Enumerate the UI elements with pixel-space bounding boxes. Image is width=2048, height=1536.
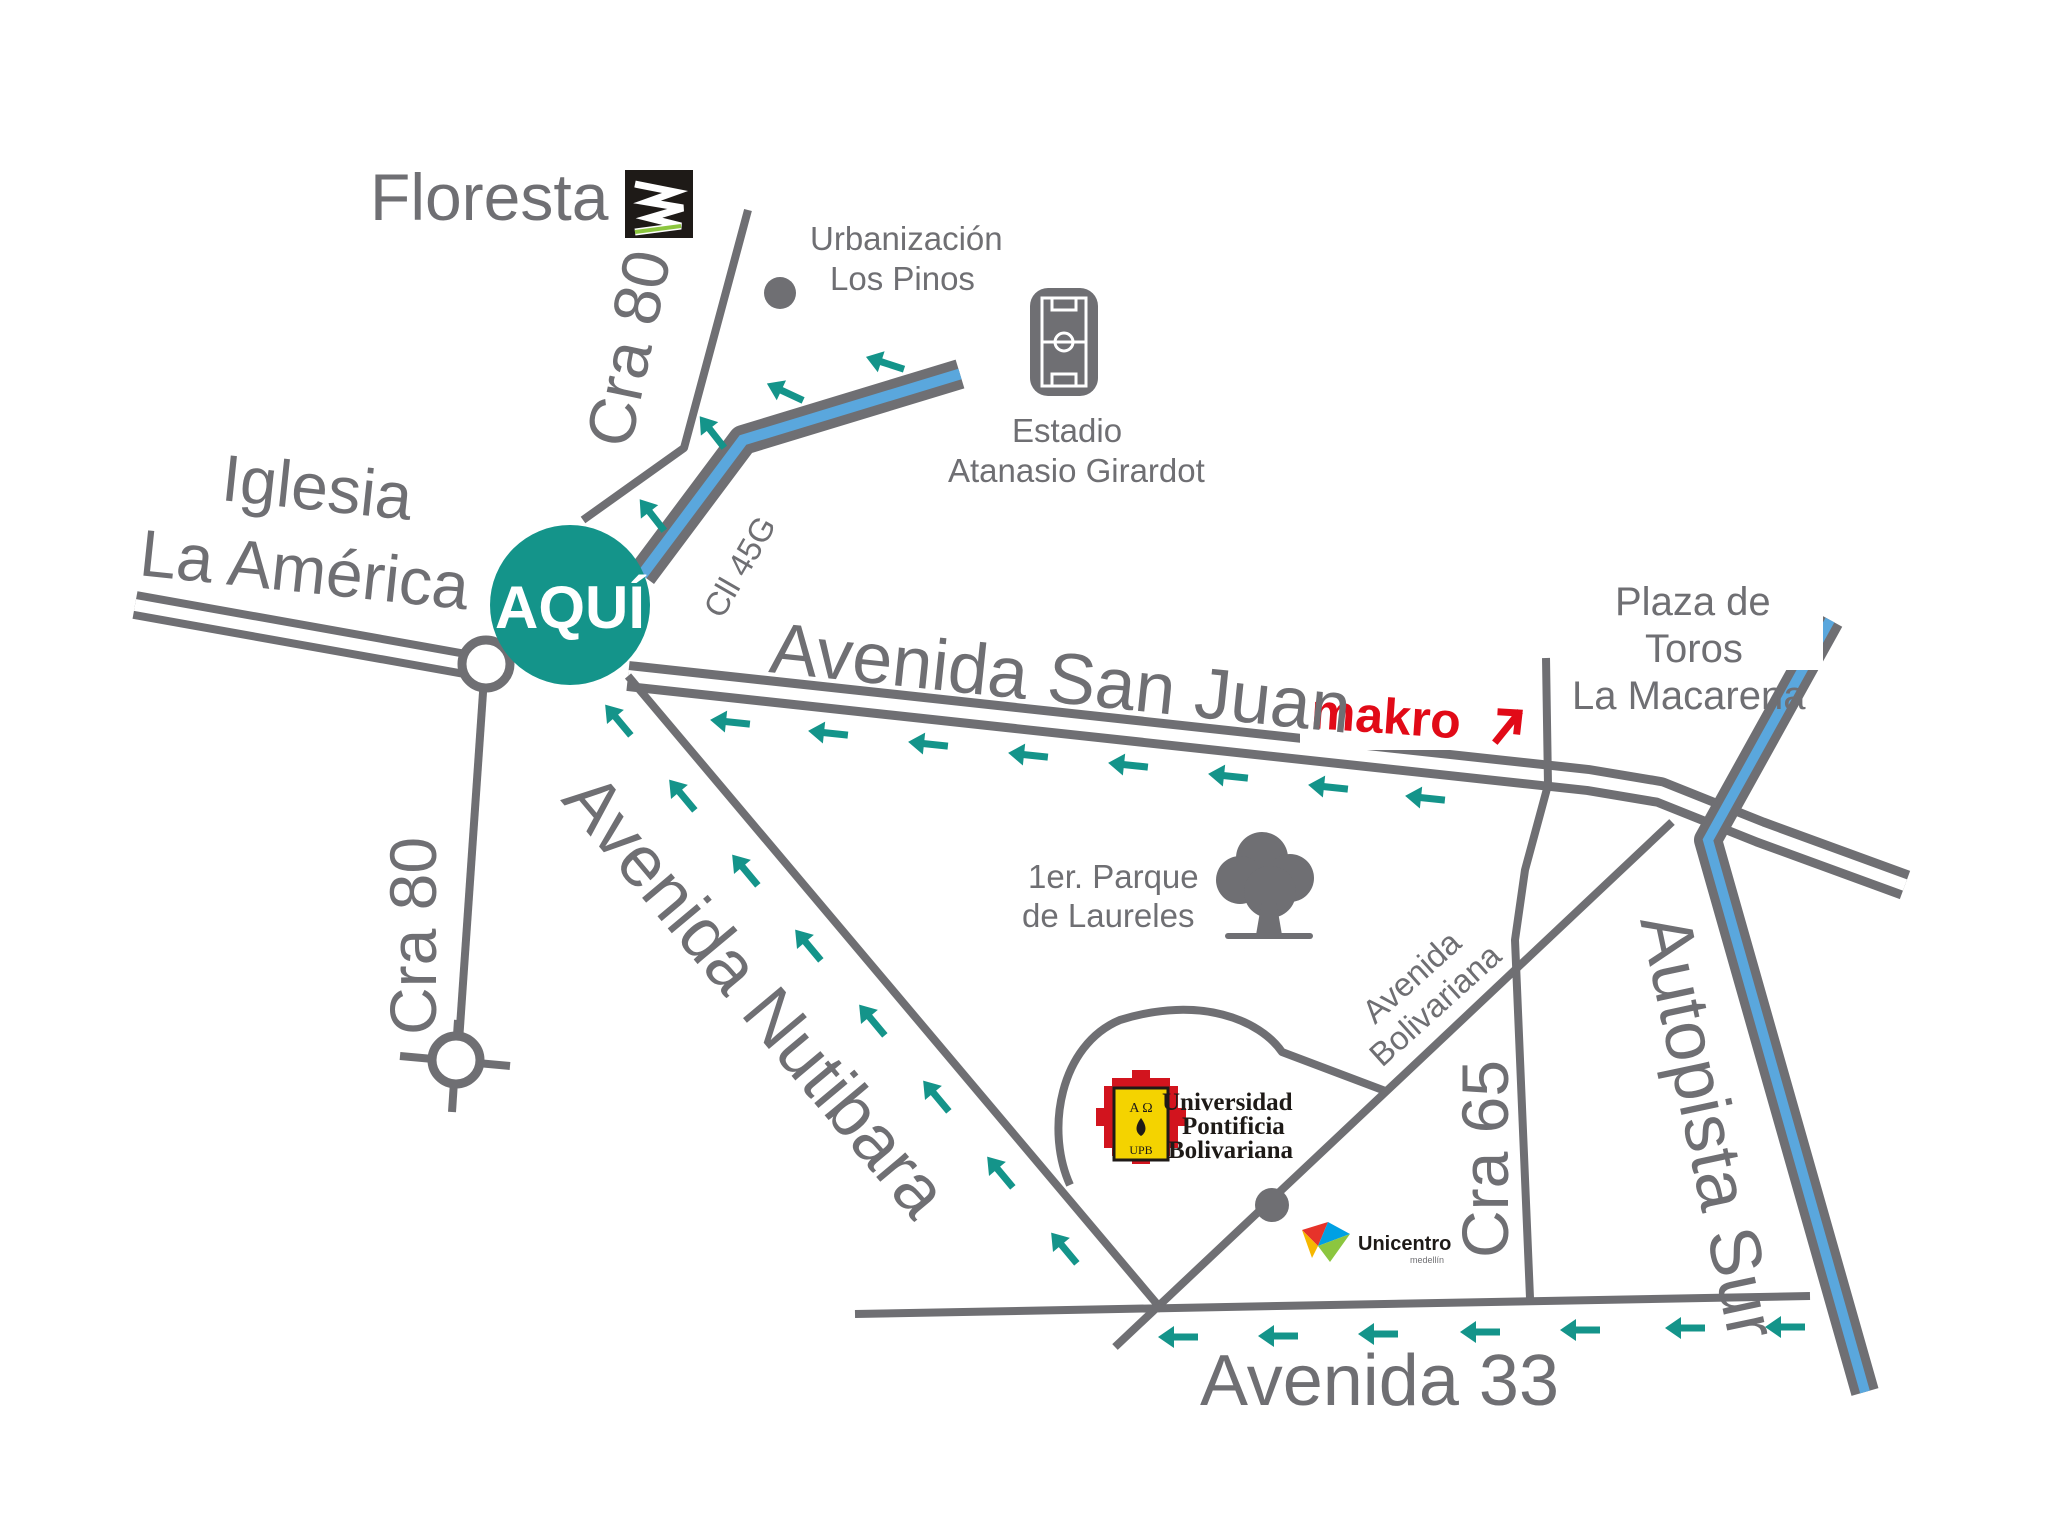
arrow-left-icon [1665,1317,1705,1339]
place-iglesia-line1: Iglesia [219,440,417,534]
stadium-icon [1030,288,1098,396]
place-parque-line1: 1er. Parque [1028,858,1199,895]
arrow-left-icon [1460,1321,1500,1343]
place-urbanizacion-line1: Urbanización [810,220,1003,257]
place-plaza-line2: Toros [1645,627,1743,671]
place-floresta: Floresta [370,160,609,234]
upb-line3: Bolivariana [1168,1137,1294,1164]
place-estadio-line2: Atanasio Girardot [948,452,1205,489]
unicentro-sub: medellín [1410,1255,1444,1265]
roundabout-south [427,1031,485,1089]
arrow-left-icon [808,721,849,744]
arrow-left-icon [1051,1232,1080,1266]
road-cra-65 [1511,657,1552,1299]
place-urbanizacion-line2: Los Pinos [830,260,975,297]
arrow-left-icon [1008,743,1049,766]
arrow-left-icon [1208,764,1249,787]
arrow-left-icon [1158,1326,1198,1348]
arrow-left-icon [865,351,906,373]
poi-dot-unicentro [1255,1188,1289,1222]
arrow-left-icon [795,929,824,963]
arrow-left-icon [987,1156,1016,1190]
road-avenida-san-juan [626,661,1911,900]
road-upb-loop [1054,1005,1390,1187]
arrow-left-icon [923,1080,952,1114]
road-avenida-nutibara [624,673,1166,1313]
arrow-left-icon [766,380,805,404]
upb-logo: A Ω UPB Universidad Pontificia Bolivaria… [1096,1070,1294,1164]
roads [132,208,1911,1396]
roundabout-north [457,635,515,693]
marker-label: AQUÍ [495,574,646,641]
road-autopista-sur [1694,613,1879,1396]
tree-icon [1216,832,1314,939]
place-plaza-line1: Plaza de [1615,580,1771,624]
road-cra-80-north [580,208,752,524]
road-avenida-33 [854,1292,1811,1318]
arrow-left-icon [669,779,698,813]
place-parque-line2: de Laureles [1022,897,1194,934]
arrow-left-icon [908,732,949,755]
arrow-left-icon [1108,753,1149,776]
arrow-left-icon [859,1004,888,1038]
upb-seal-icon: A Ω UPB [1096,1070,1186,1164]
upb-line2: Pontificia [1182,1113,1285,1140]
arrow-left-icon [1258,1325,1298,1347]
arrow-left-icon [1405,786,1446,809]
direction-arrows [605,351,1805,1348]
arrow-left-icon [639,499,668,533]
arrow-left-icon [732,854,761,888]
upb-seal-bottom: UPB [1129,1143,1152,1157]
unicentro-logo: Unicentro medellín [1302,1222,1451,1265]
makro-text: makro [1309,683,1463,749]
upb-seal-top: A Ω [1129,1101,1152,1116]
street-cll-45g: Cll 45G [696,510,783,624]
arrow-left-icon [1358,1323,1398,1345]
poi-dot-los-pinos [764,277,796,309]
street-autopista-sur: Autopista Sur [1624,907,1792,1346]
road-cra-80-south [454,677,488,1057]
w-logo-icon [625,170,693,238]
arrow-left-icon [699,416,728,450]
place-estadio-line1: Estadio [1012,412,1122,449]
place-plaza-line3: La Macarena [1572,674,1806,718]
street-cra-80-south: Cra 80 [376,837,450,1035]
arrow-left-icon [1308,775,1349,798]
arrow-left-icon [710,710,751,733]
unicentro-text: Unicentro [1358,1233,1451,1255]
arrow-left-icon [605,704,634,738]
arrow-left-icon [1765,1316,1805,1338]
street-cra-80-north: Cra 80 [571,244,685,453]
upb-line1: Universidad [1162,1089,1293,1116]
street-cra-65: Cra 65 [1448,1060,1522,1258]
you-are-here-marker: AQUÍ [490,525,650,685]
road-avenida-bolivariana [1112,819,1675,1350]
street-avenida-33: Avenida 33 [1200,1341,1559,1421]
road-iglesia-la-america [132,591,485,681]
arrow-left-icon [1560,1319,1600,1341]
makro-logo: makro [1309,683,1523,749]
road-cll-45g [629,359,965,584]
